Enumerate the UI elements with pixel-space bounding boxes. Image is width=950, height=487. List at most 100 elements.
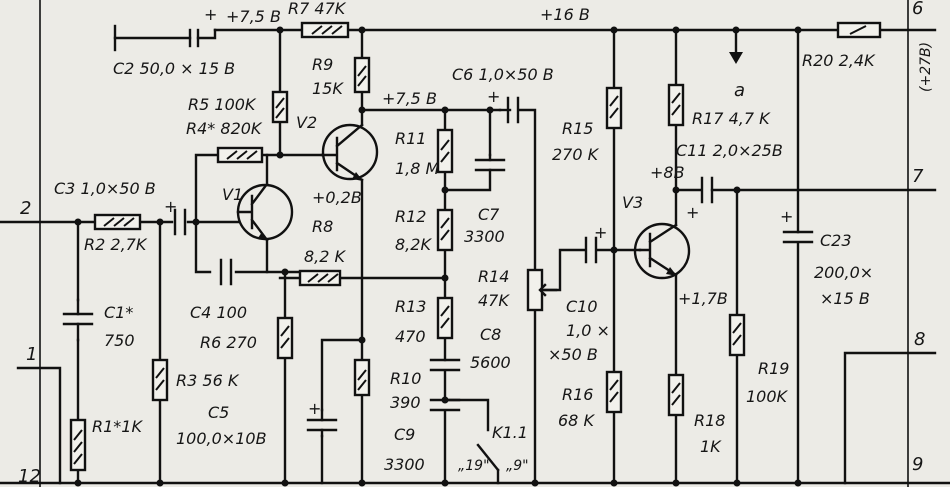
v2-emitter-voltage: +0,2B — [312, 188, 362, 207]
capacitor-c5 — [306, 418, 338, 432]
r12-value: 8,2K — [395, 235, 432, 254]
c5-name: C5 — [208, 403, 229, 422]
switch-lead — [443, 398, 490, 432]
capacitor-c6 — [506, 96, 520, 124]
r9-name: R9 — [312, 55, 333, 74]
r4-label: R4* 820K — [186, 119, 263, 138]
v2-label: V2 — [296, 113, 317, 132]
point-a-label: a — [734, 80, 745, 101]
transistor-v2 — [320, 123, 379, 182]
resistor-r4 — [216, 146, 264, 164]
c7-name: C7 — [478, 205, 500, 224]
c9-value: 3300 — [384, 455, 425, 474]
resistor-r7 — [300, 21, 350, 39]
c23-value2: ×15 B — [820, 289, 870, 308]
r2-label: R2 2,7K — [84, 235, 148, 254]
terminal-12-label: 12 — [18, 466, 41, 487]
c2-label: C2 50,0 × 15 B — [113, 59, 235, 78]
capacitor-c11 — [700, 176, 714, 204]
resistor-r5 — [271, 90, 289, 124]
c5-plus-sign: + — [308, 399, 321, 418]
capacitor-c7 — [474, 158, 506, 172]
c11-label: C11 2,0×25B — [676, 141, 783, 160]
r8-value: 8,2 K — [304, 247, 347, 266]
c6-label: C6 1,0×50 B — [452, 65, 554, 84]
v3-collector-voltage: +8B — [650, 163, 685, 182]
resistor-r6 — [276, 316, 294, 360]
r6-label: R6 270 — [200, 333, 257, 352]
transistor-v3 — [633, 222, 691, 280]
c6-r14 — [518, 108, 537, 272]
rail-16v-label: +16 B — [540, 5, 590, 24]
capacitor-c3 — [173, 208, 187, 236]
labels: 6 7 8 9 2 1 12 (+27B) +7,5 B + +16 B a R… — [18, 0, 934, 487]
capacitor-c2 — [113, 24, 217, 52]
c23-value1: 200,0× — [814, 263, 873, 282]
junctions — [74, 26, 802, 487]
c4-left-wire — [194, 220, 212, 274]
r15-value: 270 K — [552, 145, 600, 164]
r1-label: R1*1K — [92, 417, 143, 436]
c10-plus-sign: + — [594, 223, 607, 242]
resistor-r11 — [436, 128, 454, 174]
capacitor-c8 — [429, 358, 461, 372]
resistor-r9 — [353, 56, 371, 94]
terminal-8-label: 8 — [914, 329, 925, 350]
r13-value: 470 — [395, 327, 426, 346]
terminal8-wire — [843, 351, 937, 485]
r3-label: R3 56 K — [176, 371, 240, 390]
r12-name: R12 — [395, 207, 426, 226]
resistor-r18 — [667, 373, 685, 417]
r7-label: R7 47K — [288, 0, 347, 18]
r10-name: R10 — [390, 369, 421, 388]
resistor-r17 — [667, 83, 685, 127]
r5-label: R5 100K — [188, 95, 257, 114]
terminal-9-label: 9 — [912, 454, 923, 475]
c7-value: 3300 — [464, 227, 505, 246]
c11-plus-sign: + — [686, 203, 699, 222]
resistor-r14 — [526, 268, 558, 312]
c4-label: C4 100 — [190, 303, 247, 322]
c8-value: 5600 — [470, 353, 511, 372]
resistor-r20 — [836, 21, 882, 39]
r10-value: 390 — [390, 393, 421, 412]
c1-name: C1* — [104, 303, 133, 322]
transistor-v1 — [236, 182, 294, 242]
resistor-r3 — [151, 358, 169, 402]
resistor-r1 — [69, 418, 87, 472]
c6-plus-sign: + — [487, 87, 500, 106]
r18-value: 1K — [700, 437, 722, 456]
r8-name: R8 — [312, 217, 333, 236]
c2-plus-sign: + — [204, 5, 217, 24]
r11-name: R11 — [395, 129, 426, 148]
terminal-7-label: 7 — [912, 166, 924, 187]
c1-value: 750 — [104, 331, 135, 350]
c3-label: C3 1,0×50 B — [54, 179, 156, 198]
c23-name: C23 — [820, 231, 852, 250]
terminal1-wire — [16, 366, 62, 485]
v3-emitter-voltage: +1,7B — [678, 289, 728, 308]
r14-name: R14 — [478, 267, 509, 286]
r19-name: R19 — [758, 359, 789, 378]
point-a-arrow-icon — [729, 52, 743, 64]
c8-name: C8 — [480, 325, 501, 344]
c10-value2: ×50 B — [548, 345, 598, 364]
capacitor-c4 — [219, 258, 233, 286]
c10-value1: 1,0 × — [566, 321, 610, 340]
r11-value: 1,8 M — [395, 159, 440, 178]
v1-label: V1 — [222, 185, 243, 204]
c7-wire — [443, 168, 492, 192]
terminal-1-label: 1 — [26, 344, 37, 365]
r13-name: R13 — [395, 297, 426, 316]
capacitor-c23 — [782, 230, 814, 244]
r19-value: 100K — [746, 387, 789, 406]
r16-name: R16 — [562, 385, 593, 404]
v3-label: V3 — [622, 193, 643, 212]
r14-value: 47K — [478, 291, 510, 310]
resistor-r2 — [93, 213, 142, 231]
capacitor-c1 — [62, 312, 94, 326]
c5-top-wire — [320, 338, 364, 412]
